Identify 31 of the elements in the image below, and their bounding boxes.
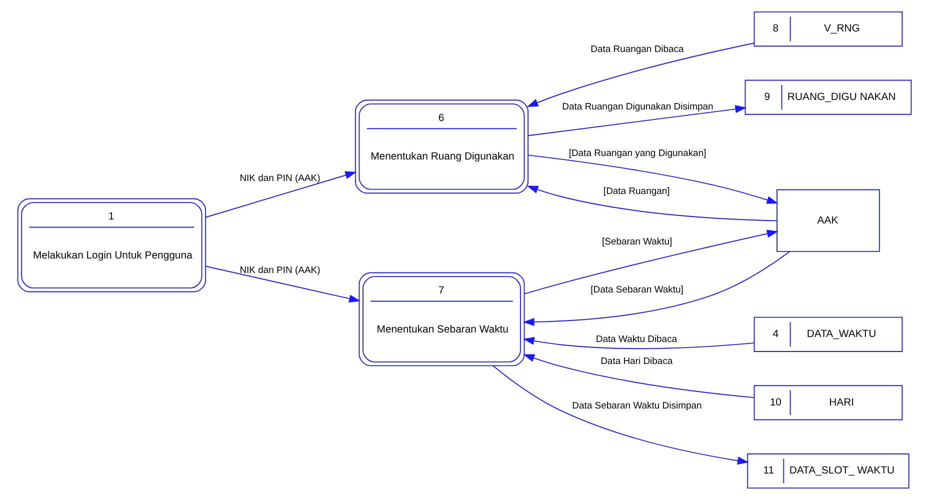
arrow [522, 336, 755, 349]
arrow [492, 365, 749, 465]
edge-label: NIK dan PIN (AAK) [240, 264, 320, 276]
edge-label: Data Ruangan Digunakan Disimpan [562, 102, 714, 113]
node-box: 1 Melakukan Login Untuk Pengguna [17, 198, 206, 292]
arrow [526, 186, 778, 222]
arrow [524, 230, 778, 294]
arrow [523, 354, 755, 398]
edge-label: [Sebaran Waktu] [602, 236, 672, 248]
node-box: 4 DATA_WAKTU [754, 316, 903, 352]
edge-label: [Data Ruangan yang Digunakan] [568, 148, 706, 160]
arrow [526, 42, 754, 107]
arrow [528, 105, 747, 136]
arrow [528, 154, 778, 204]
node-box: 11 DATA_SLOT_ WAKTU [747, 453, 910, 489]
edge-label: Data Hari Dibaca [600, 356, 673, 367]
edge-label: [Data Sebaran Waktu] [590, 284, 684, 296]
arrow [522, 251, 790, 326]
arrow [205, 171, 357, 218]
edge-label: Data Ruangan Dibaca [590, 44, 684, 55]
node-box: 9 RUANG_DIGU NAKAN [744, 80, 912, 115]
node-box: AAK [776, 189, 880, 252]
edge-label: Data Sebaran Waktu Disimpan [572, 400, 702, 412]
node-box: 7 Menentukan Sebaran Waktu [358, 272, 525, 366]
node-box: 10 HARI [754, 385, 903, 420]
node-box: 8 V_RNG [754, 11, 903, 47]
edge-label: NIK dan PIN (AAK) [240, 172, 320, 184]
edge-label: Data Waktu Dibaca [596, 334, 678, 345]
arrow [205, 266, 361, 303]
edge-label: [Data Ruangan] [603, 186, 670, 198]
node-box: 6 Menentukan Ruang Digunakan [354, 100, 529, 194]
